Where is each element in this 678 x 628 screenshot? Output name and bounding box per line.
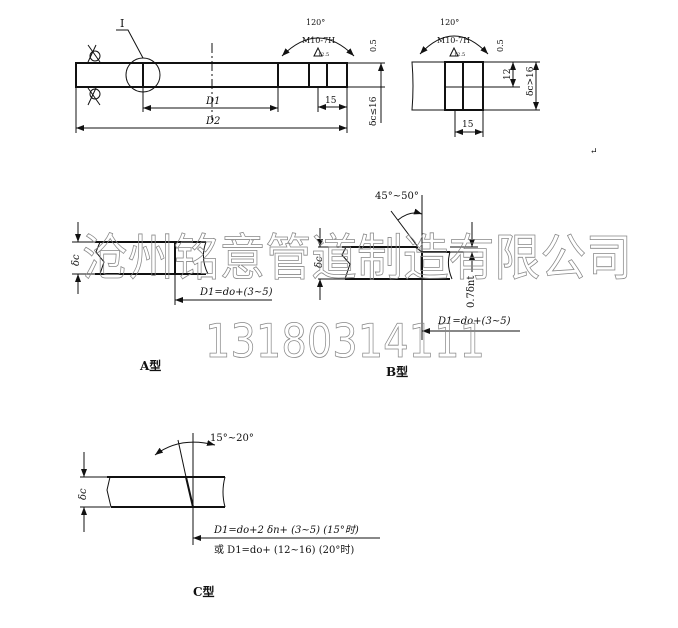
- hatched-left-section: [75, 62, 144, 88]
- angle-label: 120°: [306, 18, 325, 27]
- thread-label: M10-7H: [302, 36, 335, 45]
- watermark-company: 沧州铭意管道制造有限公司: [82, 229, 632, 287]
- roughness-icon: [313, 46, 323, 57]
- thickness-label: δc>16: [526, 66, 536, 96]
- detail-section: 120° M10-7H 12.5 0.5 12 δc>16 15: [411, 18, 540, 137]
- return-mark: ↵: [590, 147, 598, 157]
- angle-label: 45°~50°: [375, 191, 419, 202]
- offset-label: 0.5: [369, 39, 378, 52]
- caption-type-c: C型: [193, 584, 215, 599]
- hatched-right-section: [277, 62, 310, 88]
- angle-label: 15°~20°: [210, 433, 254, 444]
- angle-arc: [281, 37, 355, 57]
- detail-marker-label: I: [120, 17, 124, 30]
- width-label: 15: [462, 120, 474, 130]
- type-a-section: δc D1=do+(3~5) A型: [71, 222, 273, 373]
- d2-label: D2: [205, 116, 220, 127]
- bevel-label: 0.7δnt: [466, 276, 477, 308]
- type-b-section: 45°~50° δc 0.7δnt D1=do+(3~5) B型: [314, 191, 520, 379]
- threaded-hole: [308, 62, 328, 88]
- roughness-icon: [449, 46, 459, 57]
- offset-label: 0.5: [496, 39, 505, 52]
- thread-label: M10-7H: [437, 36, 470, 45]
- watermark-phone: 13180314111: [205, 314, 485, 368]
- thickness-label: δc≤16: [369, 96, 379, 126]
- caption-type-a: A型: [139, 358, 161, 373]
- width-label: 15: [325, 96, 337, 106]
- d1-label: D1: [205, 96, 220, 107]
- thickness-label: δc: [78, 488, 89, 500]
- thickness-label: δc: [314, 256, 325, 268]
- formula-label: D1=do+(3~5): [199, 287, 273, 298]
- thickness-label: δc: [71, 254, 82, 266]
- formula-15deg: D1=do+2 δn+ (3~5) (15°时): [213, 524, 359, 536]
- caption-type-b: B型: [386, 364, 408, 379]
- weld-symbol-icon: [87, 44, 101, 63]
- roughness-label: 12.5: [454, 52, 465, 58]
- threaded-hole: [444, 61, 464, 111]
- roughness-label: 12.5: [318, 52, 329, 58]
- formula-20deg: 或 D1=do+ (12~16) (20°时): [214, 544, 354, 556]
- type-c-section: 15°~20° δc D1=do+2 δn+ (3~5) (15°时) 或 D1…: [78, 433, 380, 599]
- top-flange-section: I D1 D2 15 120° M10-7H 12.5 0.5 δc≤16: [75, 17, 385, 133]
- formula-label: D1=do+(3~5): [437, 316, 511, 327]
- depth-label: 12: [503, 69, 513, 80]
- angle-label: 120°: [440, 18, 459, 27]
